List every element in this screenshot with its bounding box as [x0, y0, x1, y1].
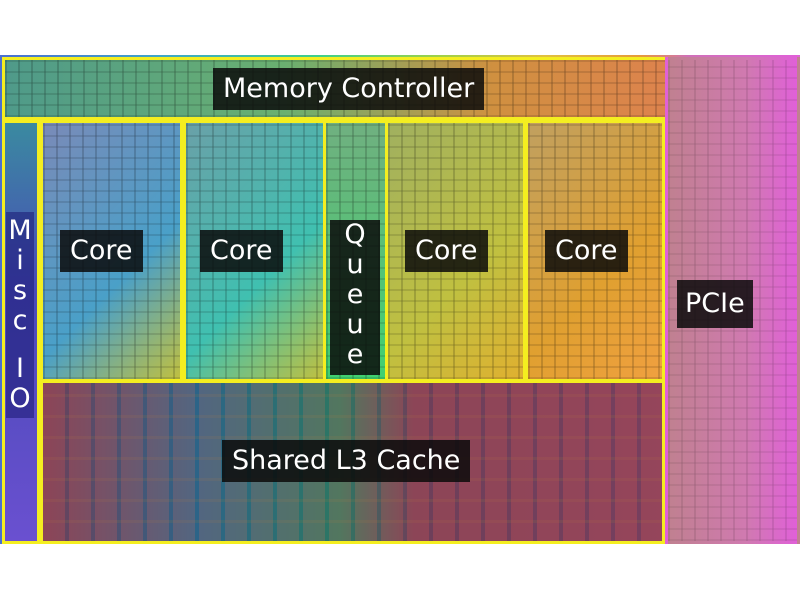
queue-letter: e: [346, 339, 364, 370]
misc-io-letter: i: [16, 245, 24, 276]
pcie-label: PCIe: [677, 280, 753, 328]
misc-io-letter: I: [16, 353, 24, 384]
l3-cache-label: Shared L3 Cache: [222, 440, 471, 482]
core-label-2: Core: [200, 230, 283, 272]
memory-controller-label: Memory Controller: [213, 68, 485, 110]
queue-letter: u: [346, 249, 364, 280]
core-label-1: Core: [60, 230, 143, 272]
misc-io-letter: s: [12, 275, 28, 306]
core-label-3: Core: [405, 230, 488, 272]
queue-letter: e: [346, 279, 364, 310]
queue-letter: Q: [344, 219, 366, 250]
core-label-4: Core: [545, 230, 628, 272]
queue-label: Q u e u e: [330, 220, 380, 375]
l3-cache-region: [40, 380, 665, 544]
misc-io-letter: M: [8, 215, 32, 246]
queue-letter: u: [346, 309, 364, 340]
misc-io-label: M i s c I O: [6, 212, 34, 418]
misc-io-letter: c: [12, 305, 28, 336]
misc-io-letter: O: [9, 383, 31, 414]
